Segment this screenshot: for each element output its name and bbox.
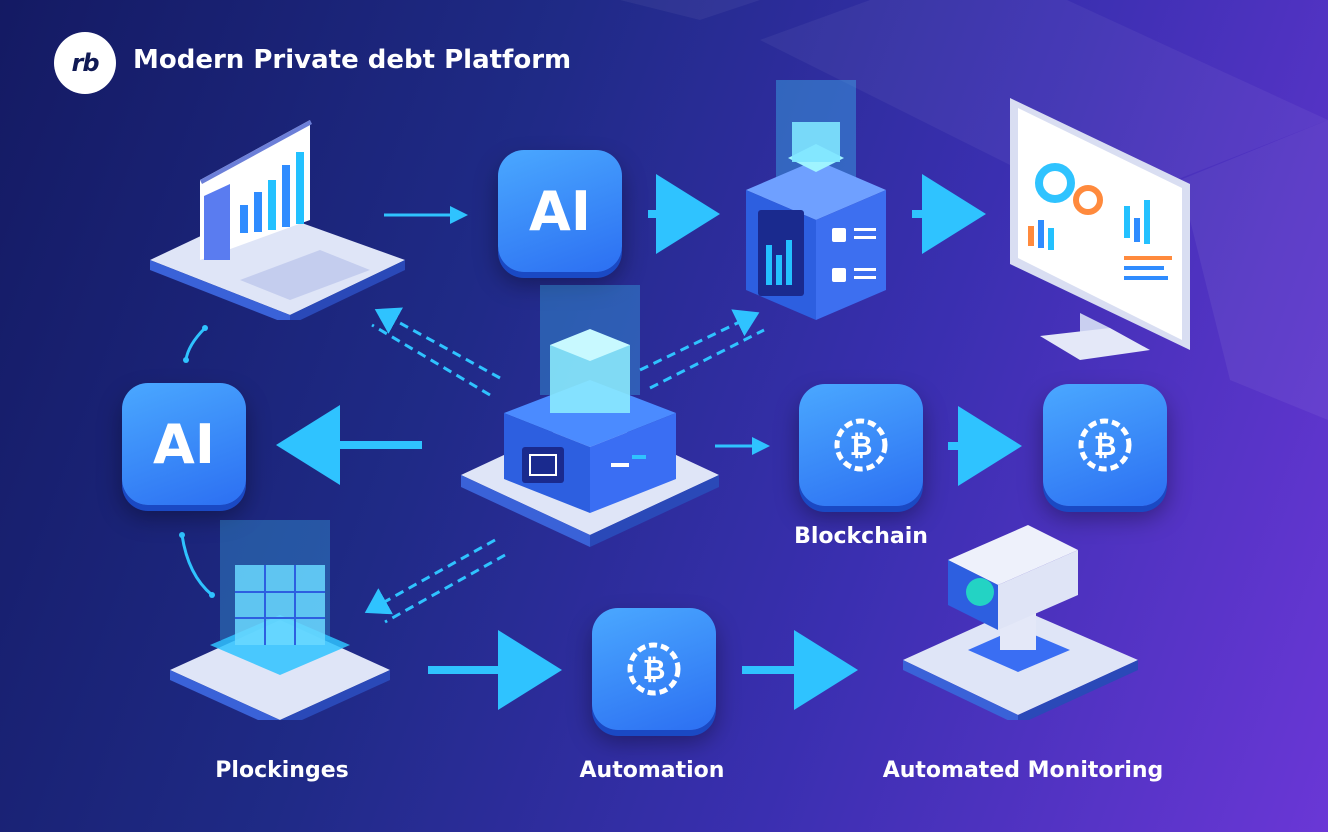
arrow-hub-to-server-dashed — [639, 309, 765, 390]
label-automation: Automation — [579, 758, 725, 783]
bitcoin-icon: ₿ — [1043, 384, 1167, 506]
laptop-icon — [150, 120, 405, 320]
bitcoin-glyph: ₿ — [834, 418, 888, 472]
bitcoin-glyph: ₿ — [1078, 418, 1132, 472]
svg-text:₿: ₿ — [643, 653, 666, 686]
server-icon — [746, 80, 886, 320]
ai-icon: AI — [122, 383, 246, 505]
bitcoin-icon: ₿ — [799, 384, 923, 506]
curve-laptop-to-ai-left — [183, 325, 208, 363]
svg-text:₿: ₿ — [1094, 429, 1117, 462]
ai-left-label: AI — [153, 412, 215, 476]
logo-text: rb — [71, 49, 99, 77]
core-hub-icon — [461, 285, 719, 547]
svg-text:₿: ₿ — [850, 429, 873, 462]
logo-icon: rb — [54, 32, 116, 94]
bitcoin-glyph: ₿ — [627, 642, 681, 696]
page-title: Modern Private debt Platform — [133, 45, 572, 75]
ai-top-label: AI — [529, 179, 591, 243]
arrow-hub-to-cubes-dashed — [364, 538, 506, 624]
camera-icon — [903, 525, 1138, 720]
label-plockinges: Plockinges — [215, 758, 349, 783]
label-automated-monitoring: Automated Monitoring — [882, 758, 1164, 783]
ai-icon: AI — [498, 150, 622, 272]
arrow-hub-to-laptop-dashed — [371, 307, 501, 397]
bitcoin-icon: ₿ — [592, 608, 716, 730]
monitor-icon — [1010, 98, 1190, 360]
label-blockchain: Blockchain — [794, 524, 928, 549]
cube-stack-icon — [170, 520, 390, 720]
curve-ai-left-to-cubes — [179, 532, 215, 598]
